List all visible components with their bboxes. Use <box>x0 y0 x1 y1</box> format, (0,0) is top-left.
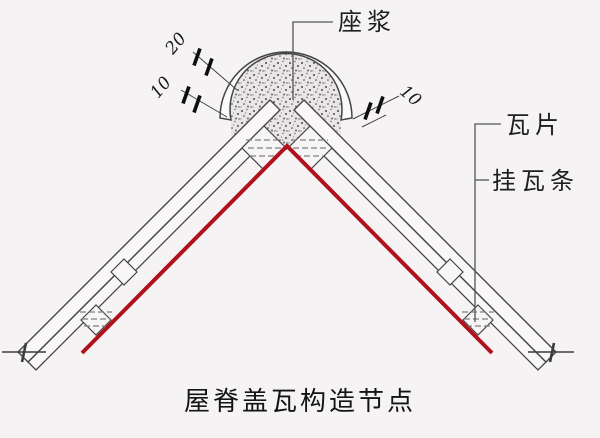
section-break-marks <box>2 342 574 363</box>
baseline-tick-left <box>20 342 28 363</box>
callout-labels: 座浆 瓦片 挂瓦条 <box>338 9 579 195</box>
tile-step-right <box>436 258 464 286</box>
tile-leader-line <box>474 123 501 322</box>
drawing-title: 屋脊盖瓦构造节点 <box>184 386 416 416</box>
dimension-extension-lines <box>180 51 400 128</box>
tile-label: 瓦片 <box>506 112 564 139</box>
mortar-leader-line <box>292 21 333 100</box>
tile-step-left <box>110 258 138 286</box>
tile-band-right <box>293 99 557 363</box>
batten-hatch-lines <box>80 139 494 327</box>
mortar-label: 座浆 <box>338 9 396 36</box>
roof-structure-red-line <box>80 143 494 355</box>
dimension-ticks <box>181 47 385 121</box>
tile-overlap-steps <box>110 258 464 286</box>
tile-bands <box>17 99 557 363</box>
tile-band-left <box>17 99 281 363</box>
leader-lines <box>292 21 501 322</box>
ridge-cap-tile <box>219 51 353 121</box>
batten-label: 挂瓦条 <box>492 168 579 195</box>
baseline-tick-right <box>548 342 556 363</box>
